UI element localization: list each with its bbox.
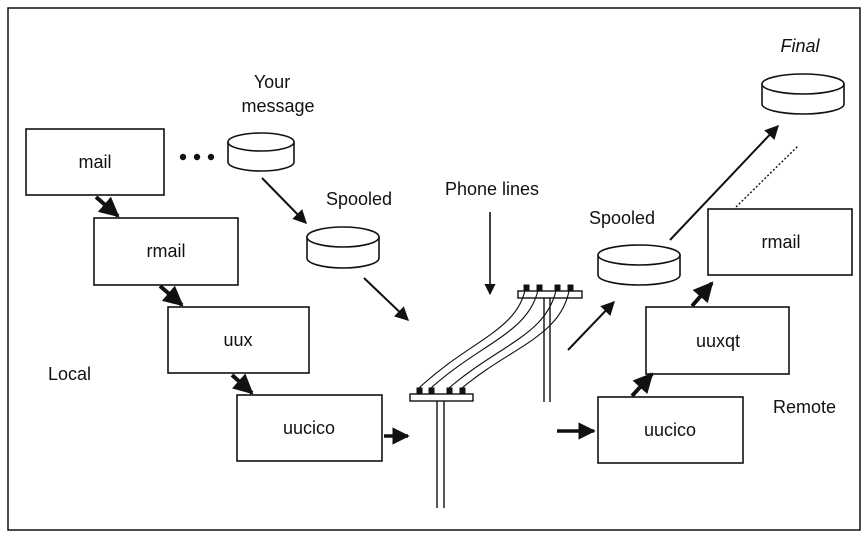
remote-box-uuxqt-label: uuxqt <box>696 331 740 351</box>
dotted-line-rmail-to-final <box>735 145 799 208</box>
local-box-uucico-label: uucico <box>283 418 335 438</box>
arrow-uucico-to-uuxqt <box>630 372 654 398</box>
arrow-message-to-spooled <box>261 177 307 225</box>
remote-spooled-disk <box>597 244 681 286</box>
arrow-mail-to-rmail <box>94 195 120 218</box>
arrow-phone-to-remote-spooled <box>567 300 615 351</box>
local-box-uux-label: uux <box>223 330 252 350</box>
your-message-disk <box>227 132 295 172</box>
phone-lines-label: Phone lines <box>445 179 539 199</box>
local-spooled-label: Spooled <box>326 189 392 209</box>
final-disk <box>761 73 845 115</box>
final-label: Final <box>780 36 820 56</box>
local-box-mail-label: mail <box>78 152 111 172</box>
your-message-label-line2: message <box>241 96 314 116</box>
remote-box-uucico: uucico <box>597 396 744 464</box>
local-label: Local <box>48 364 91 384</box>
local-box-uux: uux <box>167 306 310 374</box>
ellipsis-dots <box>179 153 215 161</box>
phone-wires <box>418 284 571 389</box>
local-box-rmail: rmail <box>93 217 239 286</box>
remote-box-uucico-label: uucico <box>644 420 696 440</box>
local-box-rmail-label: rmail <box>147 241 186 261</box>
your-message-label-line1: Your <box>254 72 290 92</box>
remote-box-rmail: rmail <box>707 208 853 276</box>
diagram-frame <box>7 7 861 531</box>
arrow-rmail-to-uux <box>158 284 184 307</box>
remote-box-rmail-label: rmail <box>762 232 801 252</box>
local-box-mail: mail <box>25 128 165 196</box>
arrow-spooled-to-phone <box>363 277 410 321</box>
telephone-pole-left <box>409 387 474 508</box>
remote-box-uuxqt: uuxqt <box>645 306 790 375</box>
arrow-spooled-to-final <box>669 124 779 241</box>
remote-spooled-label: Spooled <box>589 208 655 228</box>
arrow-uuxqt-to-rmail <box>690 281 714 308</box>
arrow-uux-to-uucico <box>230 373 254 395</box>
remote-label: Remote <box>773 397 836 417</box>
local-box-uucico: uucico <box>236 394 383 462</box>
local-spooled-disk <box>306 226 380 269</box>
